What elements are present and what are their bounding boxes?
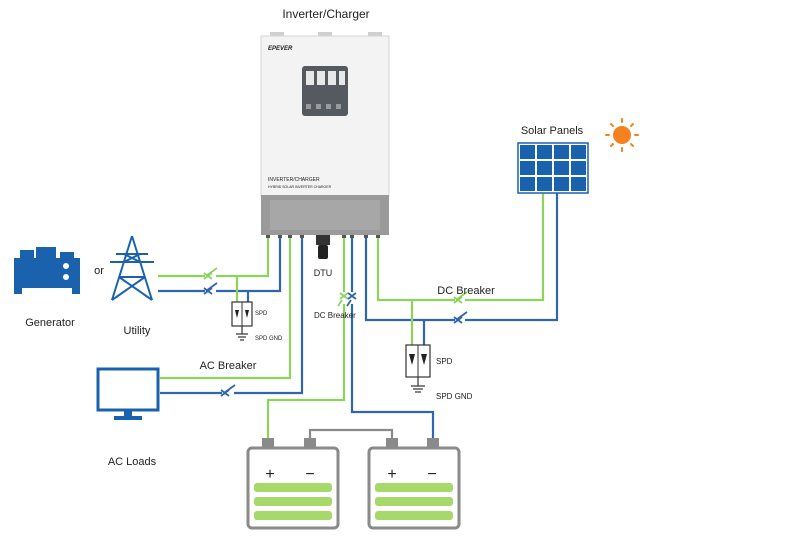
pv-blue-wire (364, 236, 455, 322)
spd-icon (231, 301, 253, 327)
inverter-title: Inverter/Charger (282, 7, 369, 21)
ac-input-breaker (203, 267, 218, 295)
wires (158, 193, 559, 440)
terminal (364, 235, 368, 238)
pv-green-wire (376, 236, 455, 302)
generator-icon (14, 247, 80, 294)
display-indicator (328, 71, 336, 85)
breaker-icon (203, 267, 218, 295)
dtu-connector (316, 235, 330, 245)
pv-dc-breaker-label: DC Breaker (437, 285, 495, 297)
pv-spd-gnd-label: SPD GND (436, 392, 473, 401)
pv-spd: SPD SPD GND (405, 344, 473, 401)
ac-load-green-wire (160, 236, 292, 380)
inverter-charger: EPEVER INVERTER/CHARGER HYBRID SOLAR INV… (260, 32, 390, 259)
brand-logo: EPEVER (268, 46, 293, 52)
sun-icon (605, 118, 639, 152)
battery-dc-breaker (337, 292, 357, 307)
battery-1-plus: + (265, 466, 274, 483)
ground-icon (236, 326, 248, 341)
ac-spd-gnd-label: SPD GND (255, 336, 283, 342)
ac-loads-label: AC Loads (108, 456, 157, 468)
pv-blue-wire-2 (465, 193, 559, 322)
battery-negative-wire-2 (350, 304, 435, 440)
battery-positive-wire-2 (266, 304, 346, 440)
ac-load-blue-wire-2 (234, 236, 304, 395)
ac-spd-label: SPD (255, 311, 268, 317)
spd-icon (405, 344, 431, 378)
ac-breaker-label: AC Breaker (200, 360, 257, 372)
display-button (336, 104, 341, 109)
terminal (278, 235, 282, 238)
display-button (316, 104, 321, 109)
pv-spd-label: SPD (436, 357, 453, 366)
terminal (350, 235, 354, 238)
pv-green-wire-2 (465, 193, 545, 302)
battery-2-minus: − (427, 466, 436, 483)
ac-loads-monitor-icon (96, 367, 160, 420)
mount-tab (318, 32, 332, 38)
battery-icon: + − (367, 438, 461, 530)
utility-label: Utility (124, 325, 151, 337)
battery-1-minus: − (305, 466, 314, 483)
terminal (266, 235, 270, 238)
mount-tab (270, 32, 284, 38)
terminal (300, 235, 304, 238)
breaker-icon (453, 291, 468, 324)
ac-load-breaker (220, 384, 236, 397)
display-indicator (306, 71, 314, 85)
or-label: or (94, 265, 104, 277)
utility-tower-icon (110, 235, 154, 301)
battery-icon: + − (246, 438, 340, 530)
ac-input-blue-wire-2 (216, 236, 282, 293)
terminal (376, 235, 380, 238)
panel-text-line1: INVERTER/CHARGER (268, 177, 320, 183)
display-button (306, 104, 311, 109)
pv-dc-breaker (453, 291, 468, 324)
ground-icon (411, 377, 425, 393)
display-indicator (339, 71, 345, 85)
ac-spd: SPD SPD GND (231, 301, 283, 342)
solar-panels-label: Solar Panels (521, 125, 584, 137)
breaker-icon (337, 292, 357, 307)
battery-2-plus: + (387, 466, 396, 483)
display-button (326, 104, 331, 109)
battery-series-link (308, 428, 394, 440)
battery-dc-breaker-label: DC Breaker (314, 311, 356, 320)
breaker-icon (220, 384, 236, 397)
generator-label: Generator (25, 317, 75, 329)
inverter-vent (270, 200, 380, 230)
display-indicator (317, 71, 325, 85)
terminal (342, 235, 346, 238)
mount-tab (368, 32, 382, 38)
panel-text-line2: HYBRID SOLAR INVERTER CHARGER (268, 185, 332, 189)
solar-panel-icon (517, 142, 589, 194)
dtu-label: DTU (314, 268, 333, 278)
dtu-device (318, 245, 328, 259)
terminal (288, 235, 292, 238)
ac-input-green-wire-2 (216, 236, 270, 278)
